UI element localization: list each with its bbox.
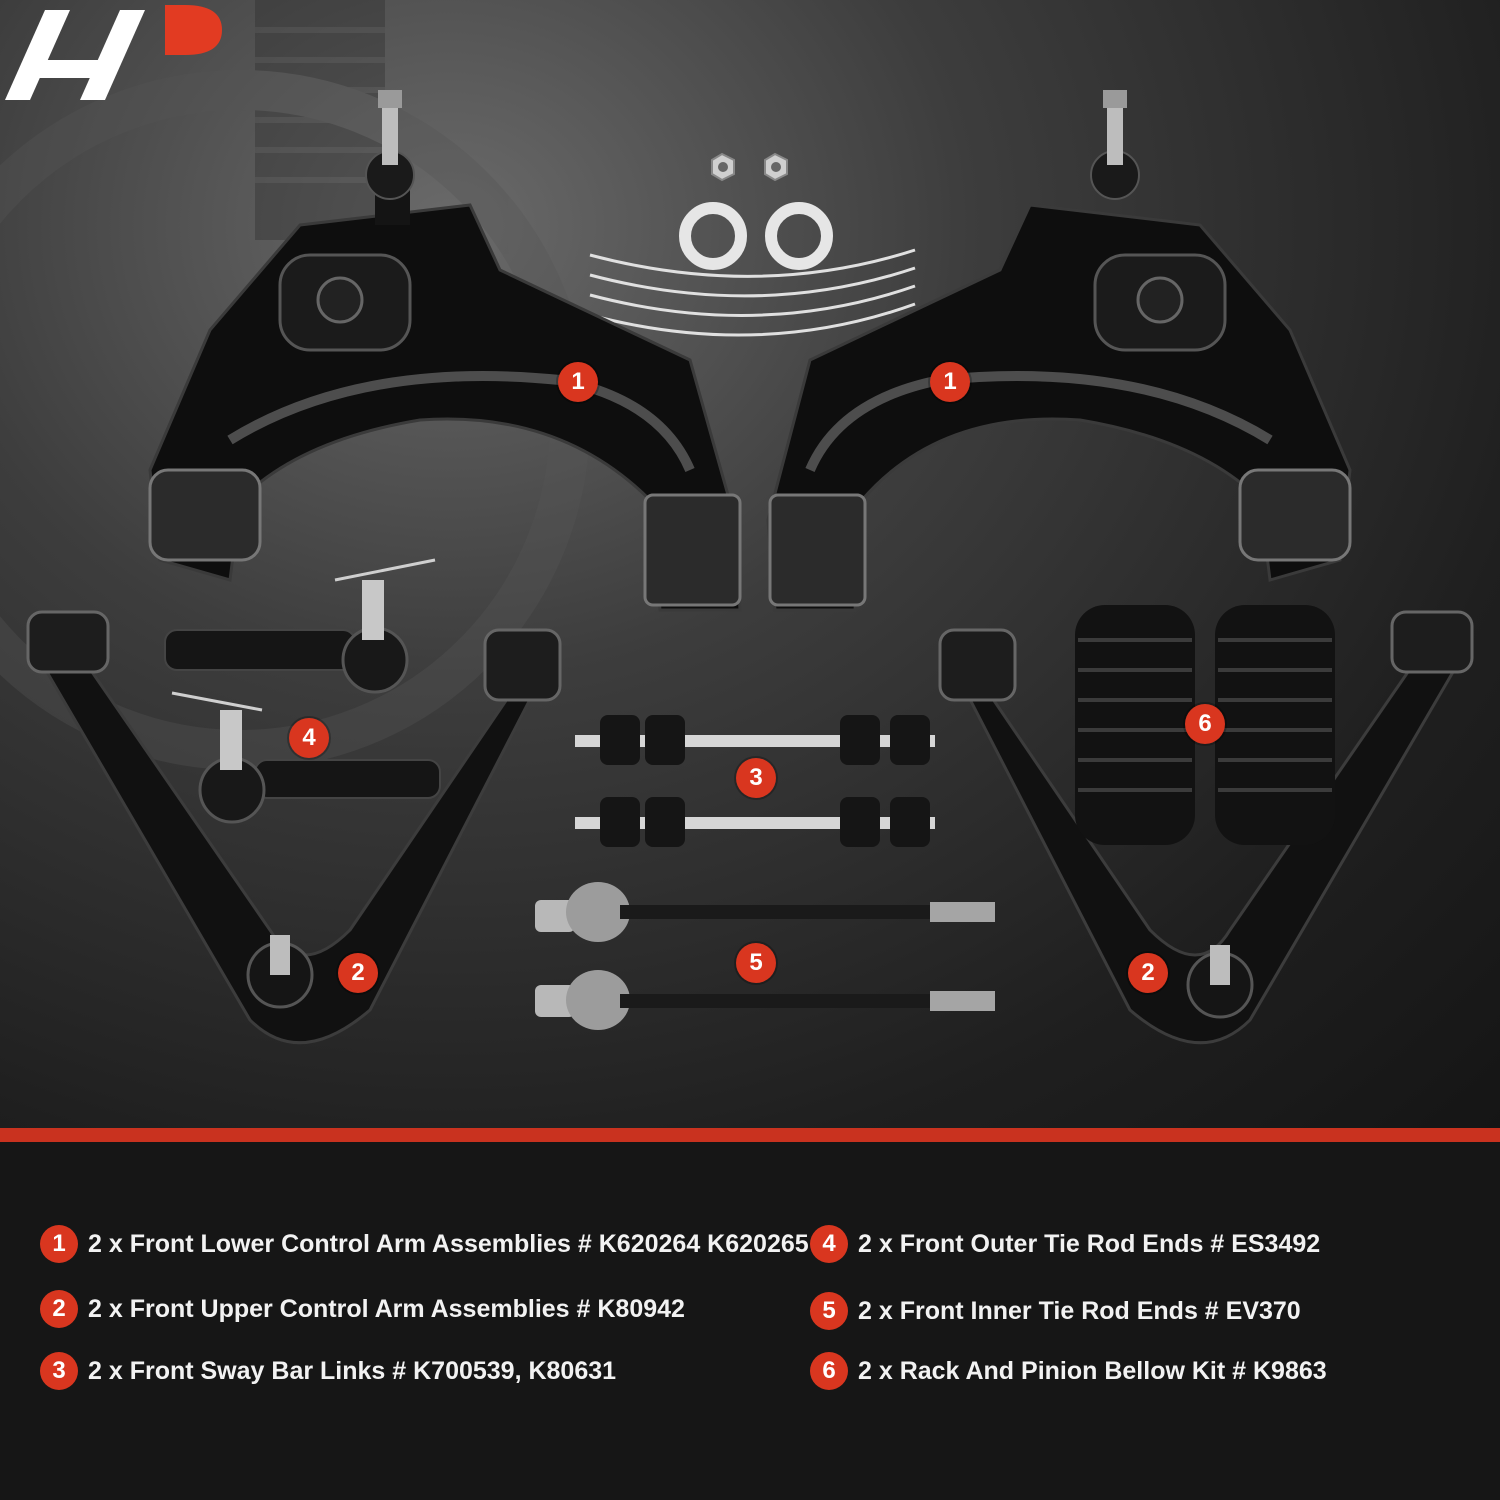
- legend-item-2: 2 2 x Front Upper Control Arm Assemblies…: [40, 1290, 685, 1328]
- parts-legend: 1 2 x Front Lower Control Arm Assemblies…: [0, 1142, 1500, 1500]
- sway-bar-links: [575, 715, 935, 847]
- callout-6: 6: [1185, 704, 1225, 744]
- legend-text-6: 2 x Rack And Pinion Bellow Kit # K9863: [858, 1356, 1327, 1385]
- callout-5: 5: [736, 943, 776, 983]
- accent-divider: [0, 1128, 1500, 1142]
- lower-control-arm-left: [148, 90, 742, 612]
- legend-badge-5: 5: [810, 1292, 848, 1330]
- callout-1-right: 1: [930, 362, 970, 402]
- callout-2-right: 2: [1128, 953, 1168, 993]
- outer-tie-rod-ends: [164, 558, 441, 824]
- parts-illustration: [0, 27, 1474, 1045]
- legend-item-5: 5 2 x Front Inner Tie Rod Ends # EV370: [810, 1292, 1301, 1330]
- legend-item-3: 3 2 x Front Sway Bar Links # K700539, K8…: [40, 1352, 616, 1390]
- legend-item-6: 6 2 x Rack And Pinion Bellow Kit # K9863: [810, 1352, 1327, 1390]
- product-photo: 1 1 2 2 3 4 5 6: [0, 0, 1500, 1130]
- rack-pinion-bellows: [1075, 605, 1335, 845]
- callout-1-left: 1: [558, 362, 598, 402]
- legend-badge-4: 4: [810, 1225, 848, 1263]
- legend-text-4: 2 x Front Outer Tie Rod Ends # ES3492: [858, 1229, 1321, 1258]
- callout-4: 4: [289, 718, 329, 758]
- upper-control-arm-left: [26, 610, 562, 1045]
- brand-logo: [5, 5, 222, 100]
- legend-badge-2: 2: [40, 1290, 78, 1328]
- legend-badge-1: 1: [40, 1225, 78, 1263]
- callout-3: 3: [736, 758, 776, 798]
- legend-text-5: 2 x Front Inner Tie Rod Ends # EV370: [858, 1296, 1301, 1325]
- lower-control-arm-right: [766, 90, 1352, 612]
- legend-badge-3: 3: [40, 1352, 78, 1390]
- legend-text-2: 2 x Front Upper Control Arm Assemblies #…: [88, 1294, 685, 1323]
- legend-text-1: 2 x Front Lower Control Arm Assemblies #…: [88, 1229, 809, 1258]
- upper-control-arm-right: [938, 610, 1474, 1045]
- legend-text-3: 2 x Front Sway Bar Links # K700539, K806…: [88, 1356, 617, 1385]
- legend-item-1: 1 2 x Front Lower Control Arm Assemblies…: [40, 1225, 809, 1263]
- callout-2-left: 2: [338, 953, 378, 993]
- hardware-kit: [589, 152, 916, 337]
- legend-item-4: 4 2 x Front Outer Tie Rod Ends # ES3492: [810, 1225, 1320, 1263]
- legend-badge-6: 6: [810, 1352, 848, 1390]
- inner-tie-rod-ends: [535, 882, 995, 1030]
